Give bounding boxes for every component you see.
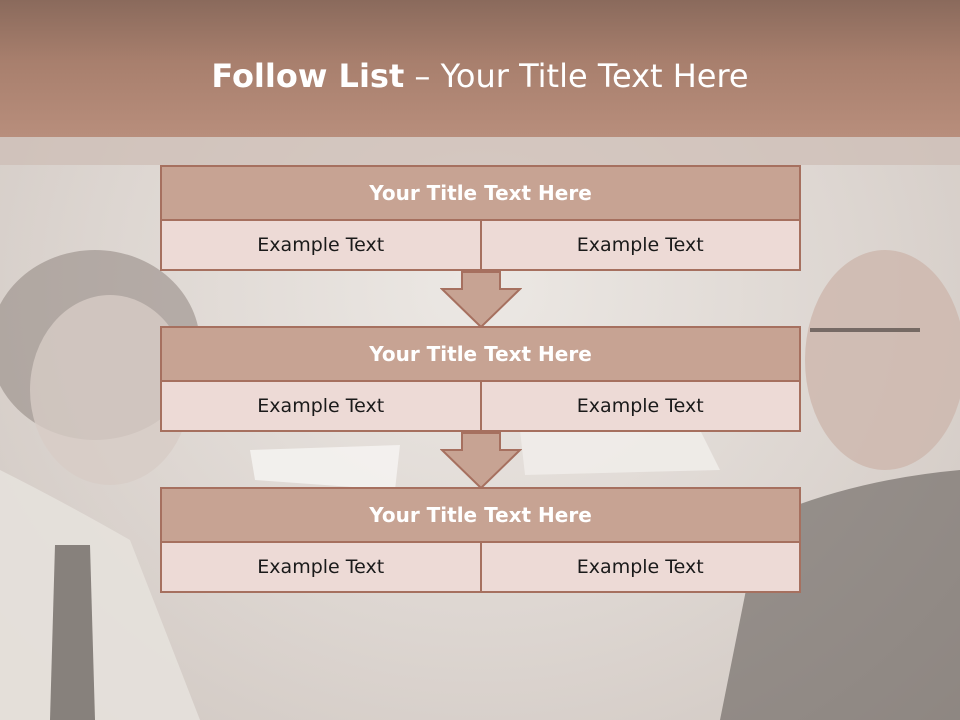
block-cell-right: Example Text: [480, 382, 801, 432]
block-row: Example Text Example Text: [160, 221, 801, 271]
down-arrow-icon: [440, 432, 522, 490]
page-title-bold: Follow List: [211, 57, 405, 95]
block-title: Your Title Text Here: [160, 487, 801, 543]
list-block-1: Your Title Text Here Example Text Exampl…: [160, 165, 801, 271]
list-block-2: Your Title Text Here Example Text Exampl…: [160, 326, 801, 432]
block-title: Your Title Text Here: [160, 165, 801, 221]
list-block-3: Your Title Text Here Example Text Exampl…: [160, 487, 801, 593]
header-strip: [0, 137, 960, 165]
block-cell-right: Example Text: [480, 543, 801, 593]
block-cell-left: Example Text: [160, 382, 481, 432]
down-arrow-icon: [440, 271, 522, 329]
block-row: Example Text Example Text: [160, 543, 801, 593]
block-title: Your Title Text Here: [160, 326, 801, 382]
page-title: Follow List – Your Title Text Here: [0, 54, 960, 98]
block-cell-right: Example Text: [480, 221, 801, 271]
title-header-bar: [0, 0, 960, 137]
page-title-rest: – Your Title Text Here: [404, 57, 749, 95]
block-cell-left: Example Text: [160, 221, 481, 271]
block-row: Example Text Example Text: [160, 382, 801, 432]
block-cell-left: Example Text: [160, 543, 481, 593]
